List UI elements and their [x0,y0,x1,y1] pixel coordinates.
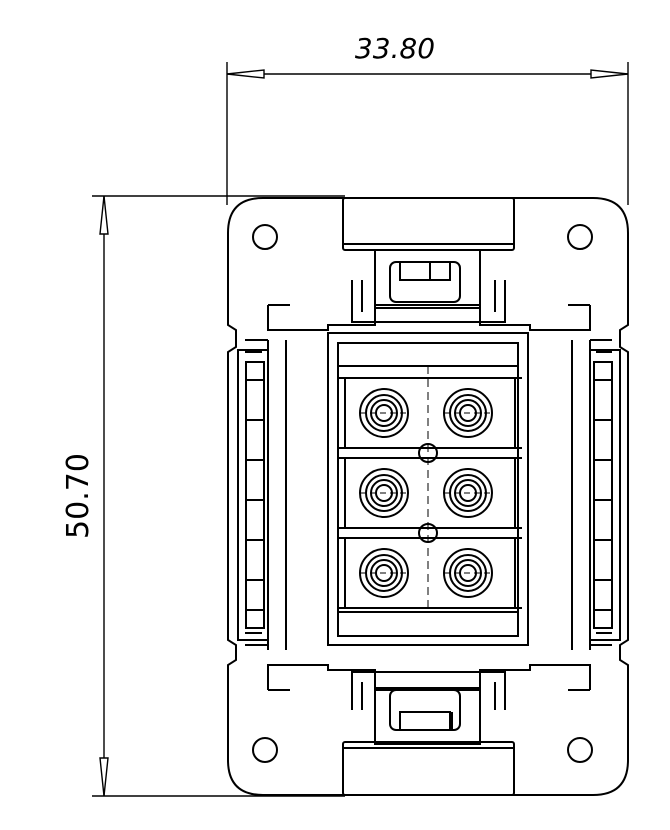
left-side-rail [237,340,287,650]
width-dimension-label: 33.80 [355,32,435,65]
coding-hole-upper [418,443,438,463]
right-side-rail [571,340,621,650]
height-dimension-label: 50.70 [61,453,96,539]
mounting-hole-top-left [252,224,278,250]
contacts [359,388,493,598]
contact-1 [359,388,409,438]
contact-4 [443,468,493,518]
contact-insert [327,332,529,646]
top-latch [342,197,515,323]
contact-2 [443,388,493,438]
mounting-hole-bottom-right [567,737,593,763]
contact-3 [359,468,409,518]
contact-5 [359,548,409,598]
height-dimension: 50.70 [61,195,345,797]
housing-body [245,304,612,691]
mounting-hole-bottom-left [252,737,278,763]
contact-6 [443,548,493,598]
mounting-hole-top-right [567,224,593,250]
coding-hole-lower [418,523,438,543]
width-dimension: 33.80 [226,32,629,205]
mounting-holes [252,224,593,763]
